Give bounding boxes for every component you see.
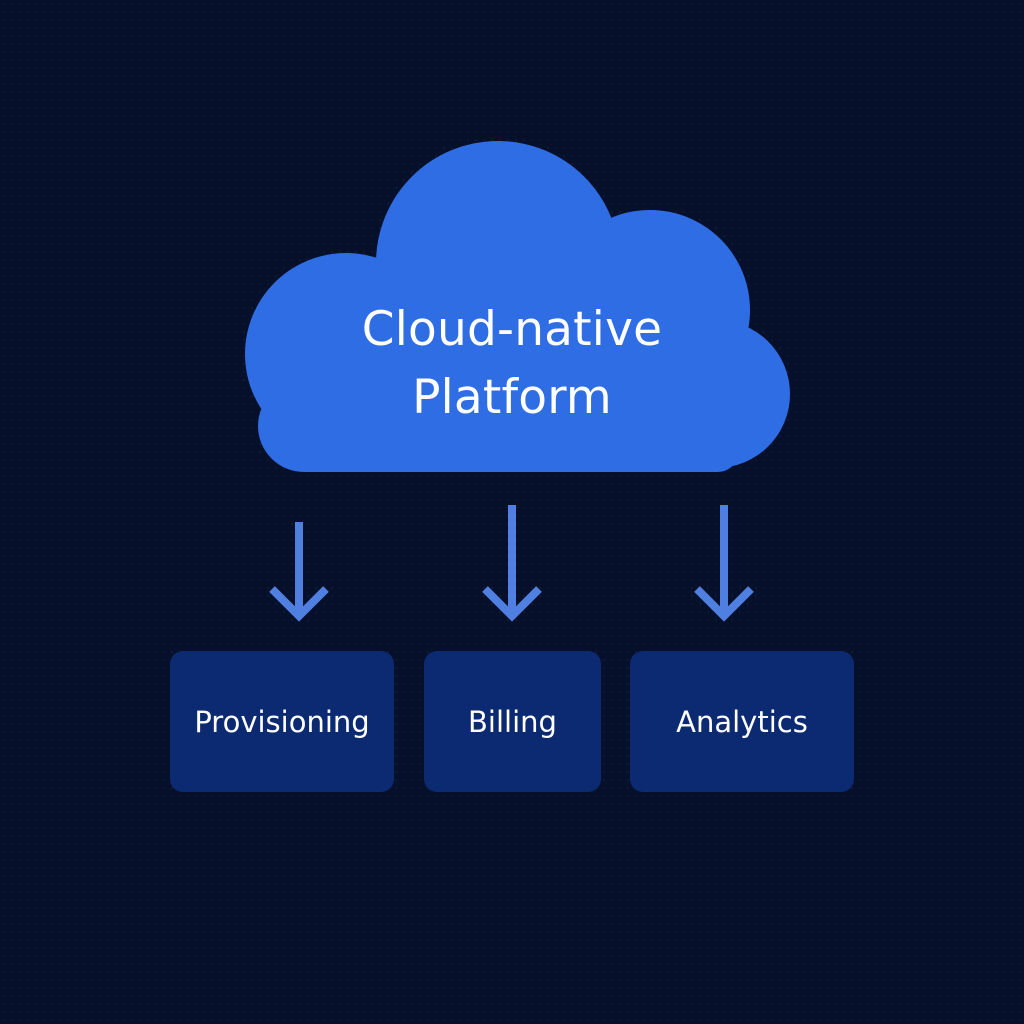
arrow-to-billing bbox=[482, 505, 542, 622]
service-label: Billing bbox=[468, 704, 557, 739]
arrow-to-provisioning bbox=[269, 522, 329, 622]
service-box-provisioning: Provisioning bbox=[170, 651, 394, 792]
service-box-billing: Billing bbox=[424, 651, 601, 792]
service-label: Analytics bbox=[676, 704, 808, 739]
arrow-to-analytics bbox=[694, 505, 754, 622]
service-box-analytics: Analytics bbox=[630, 651, 854, 792]
cloud-title-line2: Platform bbox=[412, 370, 612, 425]
cloud-title-line1: Cloud-native bbox=[361, 302, 663, 357]
cloud-icon bbox=[245, 141, 790, 472]
cloud-title: Cloud-native Platform bbox=[300, 296, 724, 432]
service-label: Provisioning bbox=[194, 704, 370, 739]
